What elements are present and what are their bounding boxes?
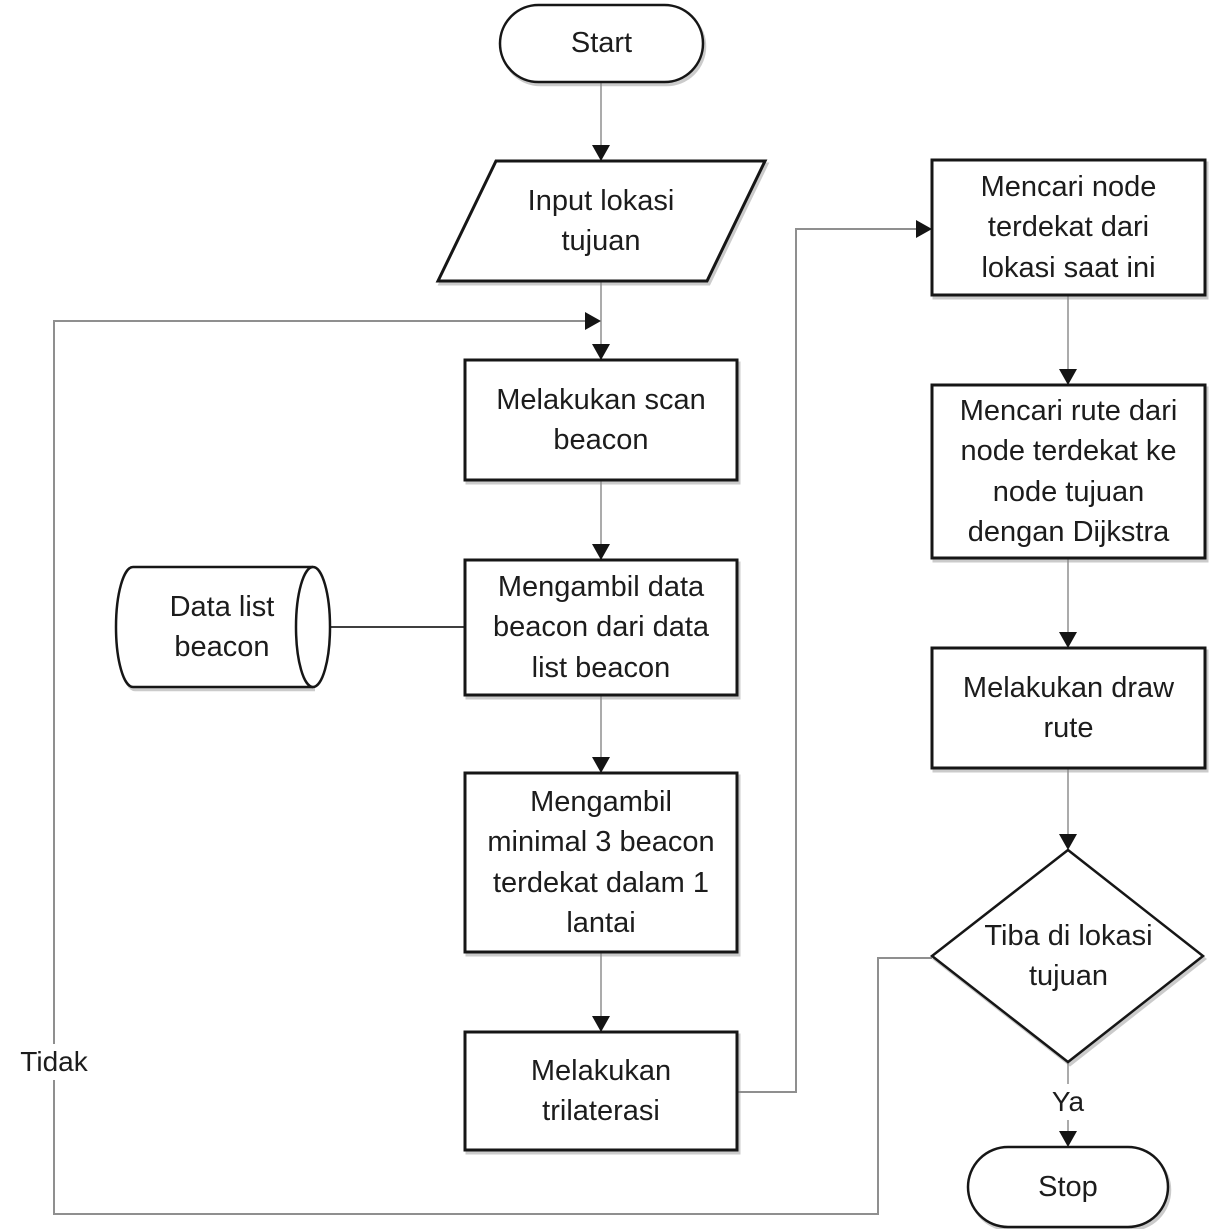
arrowhead-group	[585, 145, 1077, 1147]
arrowhead-icon	[1059, 1131, 1077, 1147]
arrowhead-icon	[1059, 632, 1077, 648]
connector-decision-loop-tidak	[53, 320, 932, 1215]
mencari-node-process-shape	[930, 158, 1207, 297]
arrowhead-icon	[1059, 834, 1077, 850]
stop-terminator-shape	[966, 1145, 1170, 1229]
arrowhead-icon	[1059, 369, 1077, 385]
data-list-cylinder-body-shape	[114, 565, 313, 689]
scan-beacon-process-shape	[463, 358, 739, 482]
draw-rute-process-shape	[930, 646, 1207, 770]
start-terminator-shape	[498, 3, 705, 84]
arrowhead-icon	[592, 145, 610, 161]
elbow-connector-group	[53, 228, 932, 1215]
connector-trilaterasi-to-node	[737, 228, 916, 1093]
tiba-decision-diamond-shape	[929, 848, 1206, 1064]
arrowhead-icon	[592, 757, 610, 773]
trilaterasi-process-shape	[463, 1030, 739, 1152]
arrowhead-icon	[592, 1016, 610, 1032]
arrowhead-icon	[592, 344, 610, 360]
arrowhead-icon	[592, 544, 610, 560]
ambil-data-process-shape	[463, 558, 739, 697]
ambil-minimal-process-shape	[463, 771, 739, 954]
arrowhead-icon	[585, 312, 601, 330]
input-lokasi-parallelogram-shape	[435, 159, 768, 283]
data-list-cylinder-cap-shape	[294, 565, 332, 689]
arrowhead-icon	[916, 220, 932, 238]
shape-group	[114, 3, 1207, 1229]
mencari-rute-process-shape	[930, 383, 1207, 560]
